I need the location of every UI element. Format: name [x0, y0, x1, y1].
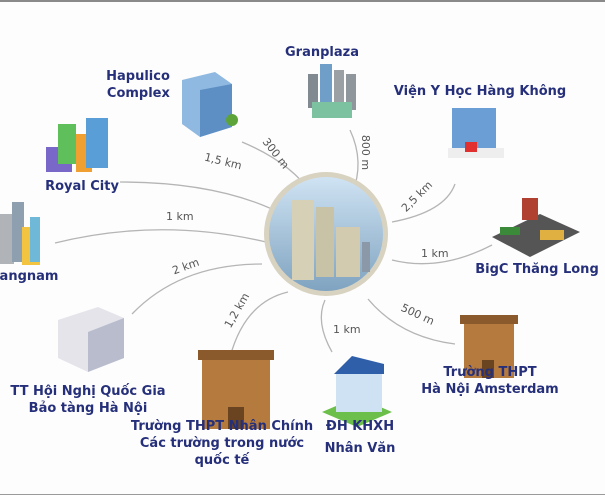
connector-lines — [54, 129, 493, 358]
distance-bigc: 1 km — [421, 247, 449, 260]
line-gangnam — [54, 229, 267, 244]
icon-royal-city-buildings — [46, 118, 108, 172]
center-project-image — [264, 172, 388, 296]
icon-hospital-building — [448, 108, 504, 158]
label-vien-y-hoc: Viện Y Học Hàng Không — [393, 84, 567, 99]
label-hoi-nghi-line1: TT Hội Nghị Quốc Gia — [10, 384, 166, 399]
icon-convention-center — [58, 307, 124, 372]
label-hoi-nghi: TT Hội Nghị Quốc Gia Bảo tàng Hà Nội — [10, 383, 165, 417]
icon-bigc-market — [492, 198, 580, 257]
label-granplaza: Granplaza — [285, 45, 359, 60]
line-royal-city — [119, 181, 283, 215]
label-hapulico: Hapulico Complex — [106, 68, 170, 102]
label-hapulico-line2: Complex — [106, 86, 170, 101]
label-hoi-nghi-line2: Bảo tàng Hà Nội — [28, 401, 148, 416]
label-bigc: BigC Thăng Long — [475, 262, 599, 277]
icon-granplaza-towers — [308, 64, 356, 118]
distance-granplaza: 800 m — [359, 134, 373, 171]
icon-hapulico-building — [182, 72, 238, 137]
icon-khxh-building — [322, 356, 392, 427]
line-vien-y-hoc — [391, 183, 456, 223]
label-khxh: ĐH KHXH Nhân Văn — [325, 416, 396, 460]
label-hapulico-line1: Hapulico — [106, 69, 170, 84]
label-gangnam: angnam — [0, 269, 59, 284]
distance-gangnam: 1 km — [166, 210, 194, 223]
label-nhan-chinh-line3: quốc tế — [194, 453, 250, 468]
label-khxh-line2: Nhân Văn — [324, 441, 396, 456]
line-hoi-nghi — [131, 263, 263, 315]
label-nhan-chinh-line1: Trường THPT Nhân Chính — [130, 419, 314, 434]
line-nhan-chinh — [229, 291, 289, 358]
label-amsterdam-line1: Trường THPT — [443, 365, 537, 380]
icon-nhan-chinh-school — [198, 350, 274, 429]
line-khxh — [320, 299, 333, 353]
label-royal-city: Royal City — [45, 179, 119, 194]
label-khxh-line1: ĐH KHXH — [325, 419, 395, 434]
icon-gangnam-buildings — [0, 202, 40, 265]
label-amsterdam-line2: Hà Nội Amsterdam — [421, 382, 559, 397]
icon-amsterdam-school — [460, 315, 518, 378]
label-nhan-chinh: Trường THPT Nhân Chính Các trường trong … — [131, 418, 313, 469]
line-amsterdam — [367, 298, 456, 345]
line-bigc — [391, 244, 493, 265]
label-nhan-chinh-line2: Các trường trong nước — [139, 436, 305, 451]
label-amsterdam: Trường THPT Hà Nội Amsterdam — [421, 364, 558, 398]
distance-khxh: 1 km — [333, 323, 361, 336]
